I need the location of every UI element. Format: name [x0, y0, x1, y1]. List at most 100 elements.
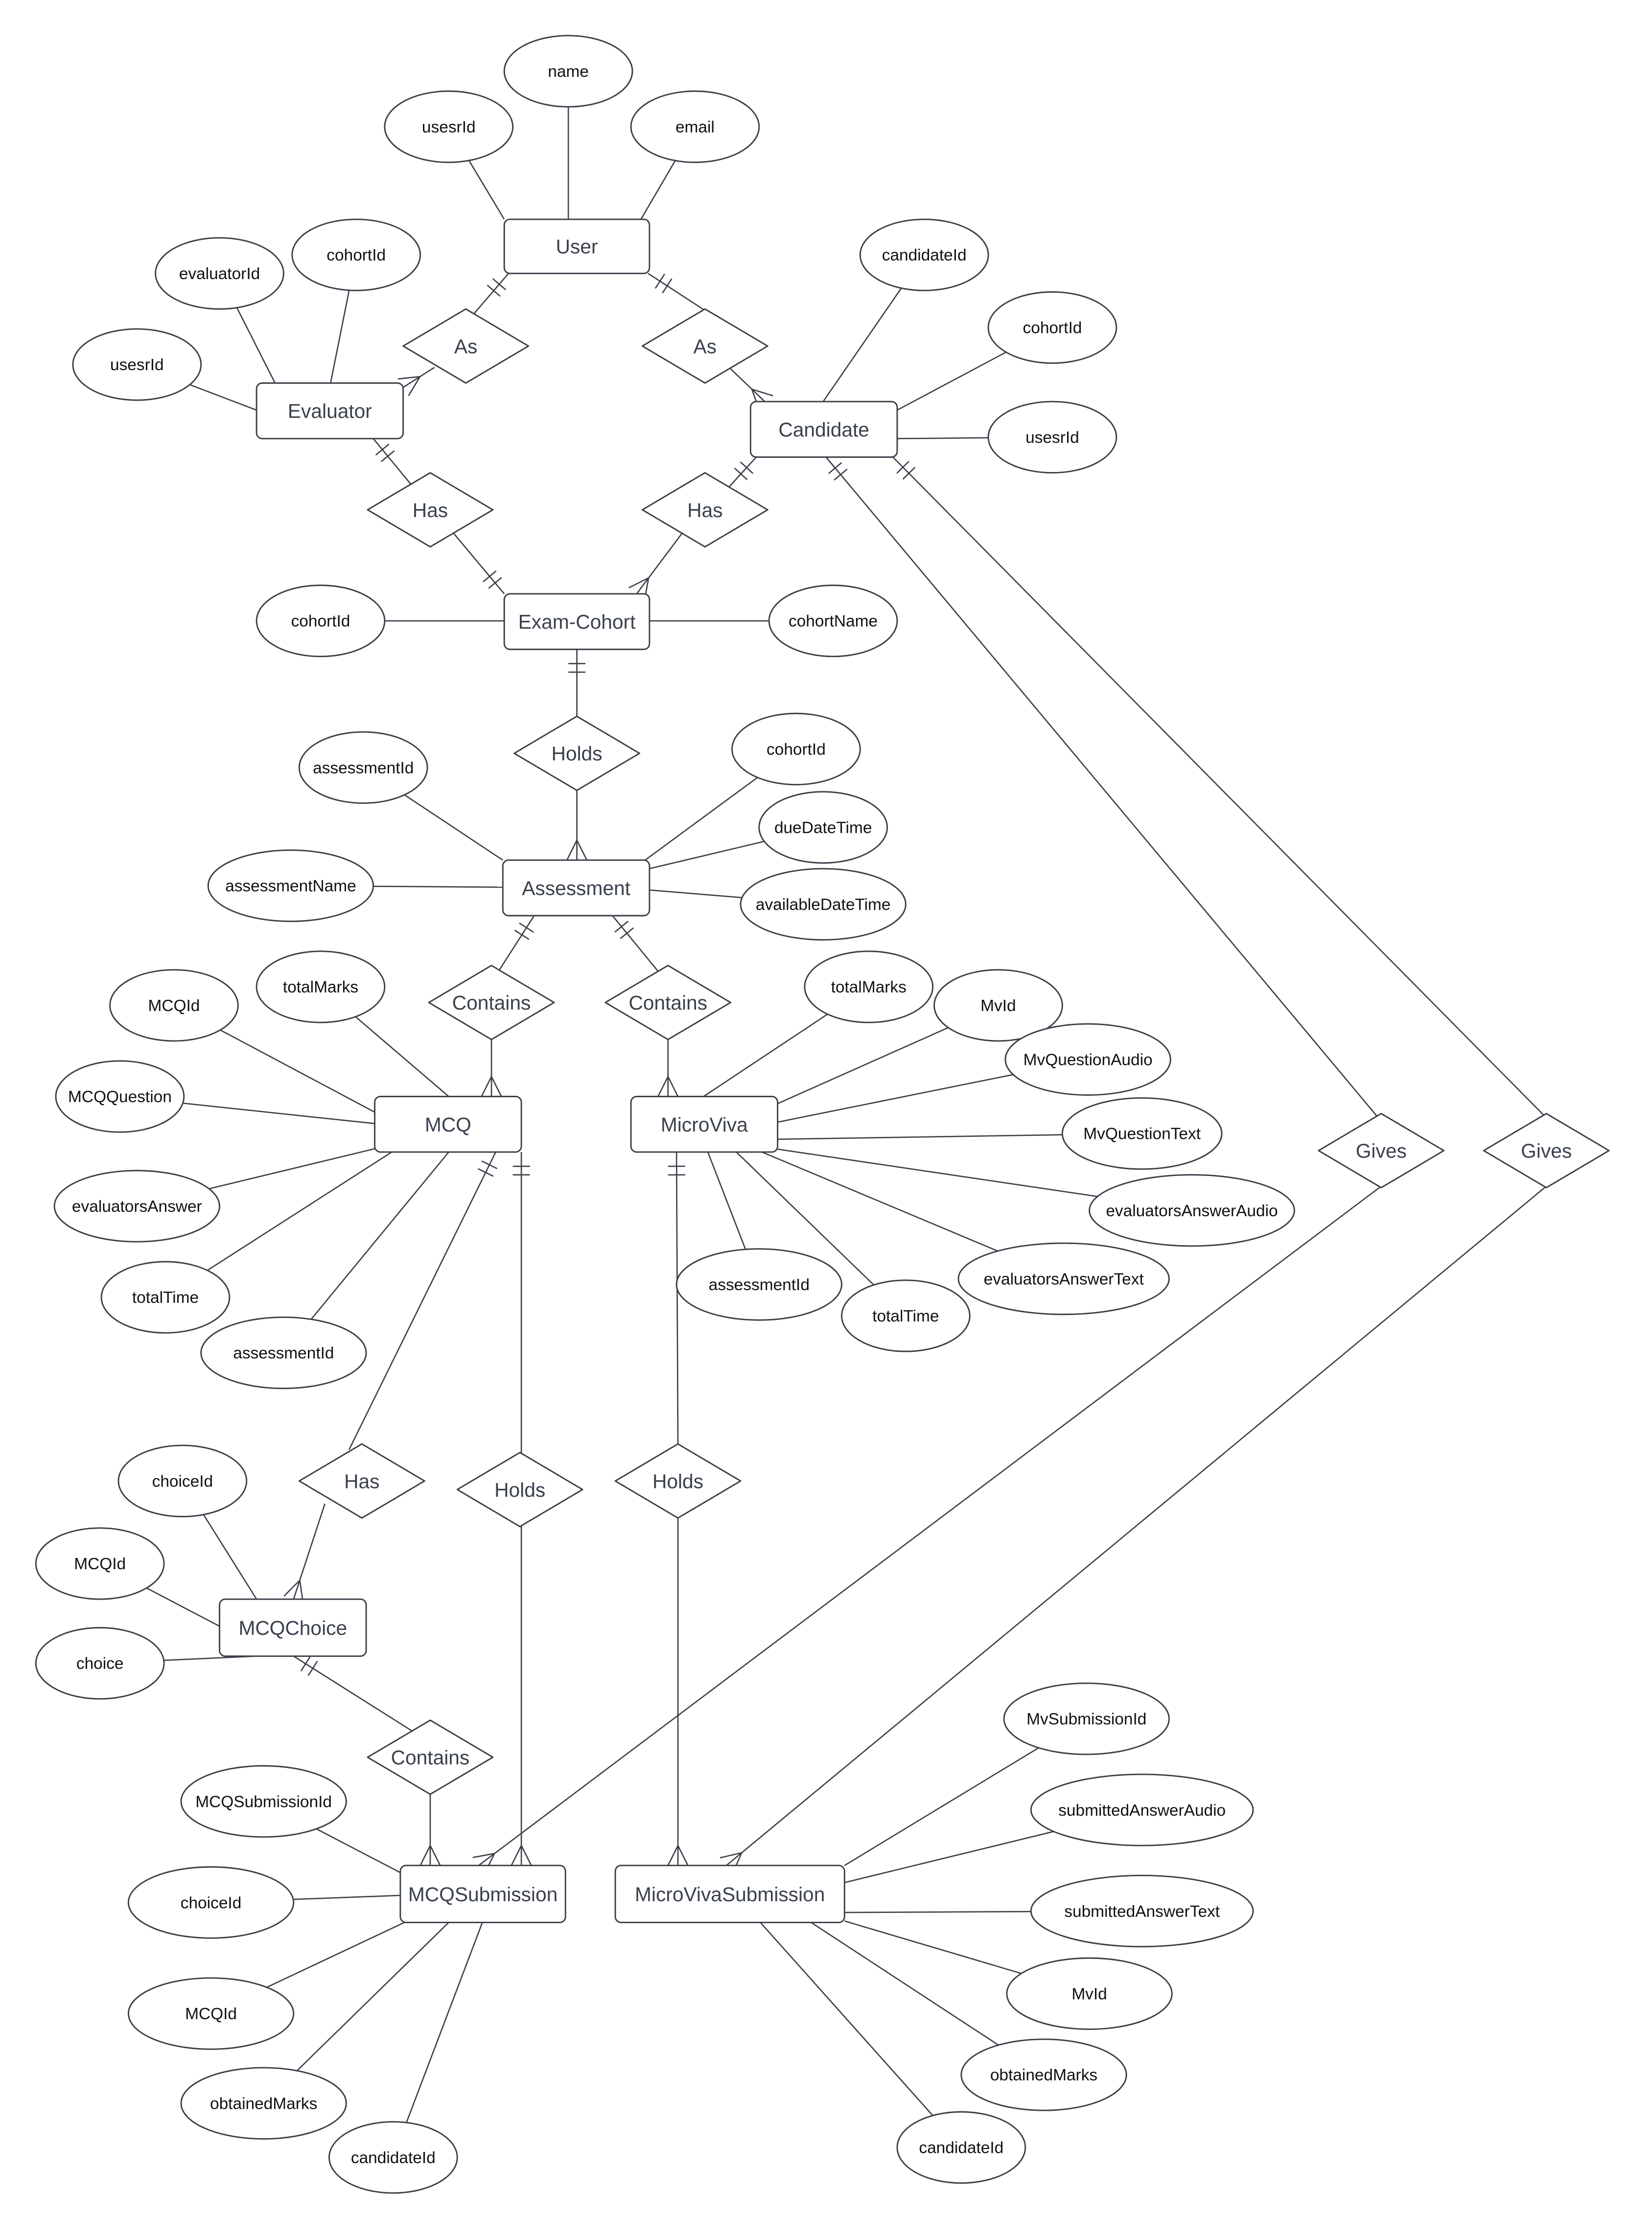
relationship-mcq_submission[interactable]: Holds [456, 1452, 583, 1528]
attribute-assessment-dueDateTime[interactable]: dueDateTime [758, 791, 888, 864]
attribute-label: MvQuestionAudio [1024, 1051, 1153, 1069]
attribute-evaluator-cohortId[interactable]: cohortId [291, 218, 421, 291]
attribute-microviva-totalMarks[interactable]: totalMarks [804, 950, 934, 1023]
attribute-ellipse [256, 950, 386, 1023]
attribute-mcq_choice-choice[interactable]: choice [35, 1627, 165, 1700]
attribute-candidate-cohortId[interactable]: cohortId [987, 291, 1117, 364]
attribute-label: usesrId [110, 356, 164, 374]
entity-microviva[interactable]: MicroViva [630, 1096, 779, 1153]
attribute-microviva-totalTime[interactable]: totalTime [841, 1279, 971, 1352]
relationship-microviva_submission[interactable]: Holds [614, 1443, 742, 1519]
relationship-assessment_mcq[interactable]: Contains [428, 965, 555, 1040]
attribute-mcq_choice-MCQId[interactable]: MCQId [35, 1527, 165, 1600]
attribute-microviva-MvId[interactable]: MvId [933, 969, 1063, 1042]
entity-evaluator[interactable]: Evaluator [256, 382, 404, 440]
attribute-microviva-assessmentId[interactable]: assessmentId [675, 1248, 842, 1321]
relationship-connector [726, 1185, 1547, 1866]
attribute-microviva-evaluatorsAnswerText[interactable]: evaluatorsAnswerText [957, 1242, 1170, 1315]
attribute-ellipse [180, 1765, 347, 1838]
attribute-mcq_choice-choiceId[interactable]: choiceId [117, 1444, 248, 1517]
attribute-mcq-totalMarks[interactable]: totalMarks [256, 950, 386, 1023]
crows-foot-mark [720, 1852, 742, 1859]
entity-mcq[interactable]: MCQ [374, 1096, 522, 1153]
attribute-microviva_submission-MvId[interactable]: MvId [1006, 1957, 1173, 2030]
attribute-microviva_submission-submittedAnswerAudio[interactable]: submittedAnswerAudio [1030, 1773, 1254, 1846]
attribute-ellipse [933, 969, 1063, 1042]
attribute-mcq-MCQQuestion[interactable]: MCQQuestion [55, 1060, 185, 1133]
relationship-label: Has [344, 1470, 379, 1492]
attribute-microviva_submission-MvSubmissionId[interactable]: MvSubmissionId [1003, 1682, 1170, 1755]
attribute-assessment-availableDateTime[interactable]: availableDateTime [740, 868, 907, 941]
attribute-mcq-assessmentId[interactable]: assessmentId [200, 1316, 367, 1390]
attribute-assessment-assessmentName[interactable]: assessmentName [207, 849, 374, 922]
attribute-microviva_submission-submittedAnswerText[interactable]: submittedAnswerText [1030, 1874, 1254, 1948]
attribute-label: evaluatorsAnswer [72, 1198, 202, 1216]
relationship-diamond [1483, 1112, 1610, 1189]
attribute-label: MCQId [74, 1555, 126, 1573]
one-mandatory-mark [514, 929, 530, 940]
attribute-microviva_submission-candidateId[interactable]: candidateId [896, 2111, 1026, 2184]
attribute-mcq_submission-obtainedMarks[interactable]: obtainedMarks [180, 2067, 347, 2140]
one-mandatory-mark [307, 1660, 318, 1676]
relationship-assessment_microviva[interactable]: Contains [605, 965, 732, 1040]
attribute-mcq-evaluatorsAnswer[interactable]: evaluatorsAnswer [53, 1170, 220, 1243]
attribute-mcq-totalTime[interactable]: totalTime [100, 1261, 231, 1334]
entity-mcq-choice[interactable]: MCQChoice [219, 1598, 367, 1657]
attribute-mcq_submission-MCQSubmissionId[interactable]: MCQSubmissionId [180, 1765, 347, 1838]
attribute-microviva-MvQuestionAudio[interactable]: MvQuestionAudio [1004, 1023, 1171, 1096]
attribute-ellipse [127, 1866, 295, 1939]
entity-label: Evaluator [288, 400, 372, 423]
entity-label: Candidate [778, 418, 869, 441]
crows-foot-mark [511, 1845, 522, 1866]
attribute-microviva-MvQuestionText[interactable]: MvQuestionText [1061, 1097, 1223, 1170]
one-mandatory-mark [477, 1168, 494, 1177]
attribute-label: MvSubmissionId [1026, 1710, 1146, 1728]
attribute-ellipse [72, 328, 202, 401]
attribute-label: totalTime [872, 1307, 939, 1325]
entity-mcq-submission[interactable]: MCQSubmission [399, 1864, 566, 1923]
entity-microviva-submission[interactable]: MicroVivaSubmission [614, 1864, 845, 1923]
relationship-user_candidate[interactable]: As [641, 308, 768, 384]
attribute-evaluator-evaluatorId[interactable]: evaluatorId [155, 237, 284, 310]
entity-candidate[interactable]: Candidate [749, 401, 898, 458]
one-mandatory-mark [654, 273, 665, 289]
attribute-ellipse [109, 969, 239, 1042]
attribute-exam_cohort-cohortId[interactable]: cohortId [256, 584, 386, 658]
crows-foot-mark [481, 1076, 492, 1097]
attribute-label: cohortId [1023, 319, 1082, 337]
attribute-mcq_submission-choiceId[interactable]: choiceId [127, 1866, 295, 1939]
one-mandatory-mark [896, 461, 909, 474]
attribute-user-name[interactable]: name [503, 35, 633, 108]
attribute-mcq_submission-candidateId[interactable]: candidateId [328, 2121, 458, 2194]
attribute-mcq_submission-MCQId[interactable]: MCQId [127, 1977, 295, 2050]
attribute-ellipse [675, 1248, 842, 1321]
attribute-label: MCQId [185, 2005, 237, 2023]
attribute-exam_cohort-cohortName[interactable]: cohortName [768, 584, 898, 658]
relationship-candidate_microviva_submission[interactable]: Gives [1483, 1112, 1610, 1189]
one-mandatory-mark [740, 461, 754, 474]
relationship-candidate_cohort[interactable]: Has [641, 472, 768, 548]
attribute-user-usesrId[interactable]: usesrId [384, 90, 514, 164]
relationship-choice_submission[interactable]: Contains [367, 1719, 494, 1795]
attribute-assessment-assessmentId[interactable]: assessmentId [298, 731, 428, 804]
entity-user[interactable]: User [503, 218, 651, 274]
relationship-diamond [641, 308, 768, 384]
attribute-candidate-candidateId[interactable]: candidateId [859, 218, 989, 291]
relationship-mcq_choice[interactable]: Has [298, 1443, 425, 1519]
attribute-mcq-MCQId[interactable]: MCQId [109, 969, 239, 1042]
attribute-microviva-evaluatorsAnswerAudio[interactable]: evaluatorsAnswerAudio [1089, 1174, 1295, 1247]
relationship-cohort_assessment[interactable]: Holds [513, 715, 640, 791]
entity-exam-cohort[interactable]: Exam-Cohort [503, 593, 651, 650]
relationship-candidate_mcq_submission[interactable]: Gives [1318, 1112, 1445, 1189]
attribute-label: candidateId [919, 2139, 1003, 2157]
attribute-ellipse [100, 1261, 231, 1334]
attribute-user-email[interactable]: email [630, 90, 760, 164]
attribute-candidate-usesrId[interactable]: usesrId [987, 401, 1117, 474]
attribute-assessment-cohortId[interactable]: cohortId [731, 712, 861, 786]
relationship-user_evaluator[interactable]: As [402, 308, 530, 384]
attribute-microviva_submission-obtainedMarks[interactable]: obtainedMarks [960, 2038, 1127, 2111]
relationship-evaluator_cohort[interactable]: Has [367, 472, 494, 548]
entity-assessment[interactable]: Assessment [502, 859, 651, 917]
attribute-evaluator-usesrId[interactable]: usesrId [72, 328, 202, 401]
crows-foot-mark [520, 1845, 532, 1866]
